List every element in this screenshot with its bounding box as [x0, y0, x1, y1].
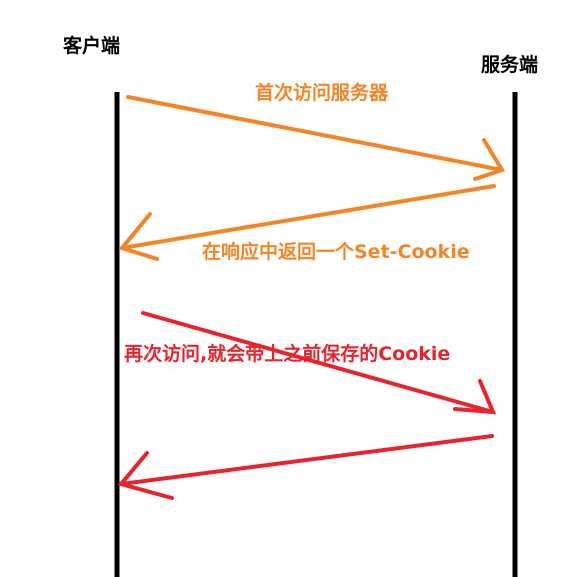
response-arrow-2 — [117, 434, 494, 500]
response-arrow-1 — [118, 184, 496, 261]
message-label-3: 再次访问,就会带上之前保存的Cookie — [124, 343, 451, 365]
server-label: 服务端 — [481, 54, 539, 76]
request-arrow-1 — [126, 95, 505, 181]
client-label: 客户端 — [63, 35, 121, 57]
message-label-1: 首次访问服务器 — [255, 82, 389, 104]
message-label-2: 在响应中返回一个Set-Cookie — [202, 241, 470, 263]
request-arrow-2 — [141, 311, 497, 415]
